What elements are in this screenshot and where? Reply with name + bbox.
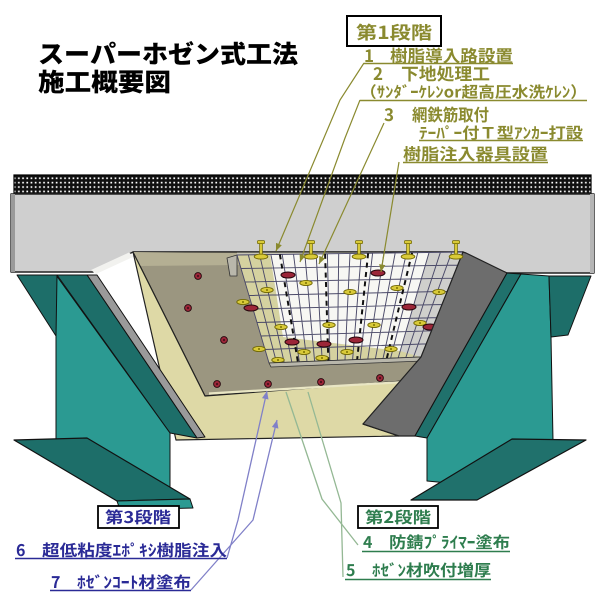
anchor-head-center (438, 291, 440, 293)
injection-port-center (215, 382, 219, 386)
anchor-head-center (303, 351, 305, 353)
anchor-head-center (242, 301, 244, 303)
stage3-item1-label: 超低粘度ｴﾎﾟｷｼ樹脂注入 (42, 542, 227, 558)
stage1-item3-sub: ﾃｰﾊﾟｰ付Ｔ型ｱﾝｶｰ打設 (419, 125, 583, 140)
stage1-item2-sub: （ｻﾝﾀﾞｰｹﾚﾝor超高圧水洗ｹﾚﾝ） (371, 84, 576, 100)
title-line1: スーパーホゼン式工法 (39, 41, 298, 66)
arrowhead (319, 255, 325, 264)
injection-device (401, 303, 417, 311)
anchor-head-center (328, 324, 330, 326)
pit-right-wall (362, 251, 508, 437)
stage1-label-block: 第1段階 1 樹脂導入路設置 2 下地処理工 （ｻﾝﾀﾞｰｹﾚﾝor超高圧水洗ｹ… (346, 15, 587, 164)
stage3-item2-num: 7 (51, 576, 60, 588)
anchor-head-center (280, 326, 282, 328)
stage2-label-block: 第2段階 4 防錆ﾌﾟﾗｲﾏｰ塗布 5 ﾎｾﾞﾝ材吹付増厚 (345, 505, 510, 581)
t-anchors-row (253, 240, 464, 260)
injection-device (284, 338, 300, 346)
t-anchor-cap (404, 240, 412, 244)
anchor-head-center (349, 291, 351, 293)
stage1-item1-label: 樹脂導入路設置 (390, 47, 513, 64)
mesh-panel-edge (226, 254, 238, 277)
slab-right-edge (590, 194, 594, 273)
arrowhead (262, 391, 269, 400)
injection-device (348, 336, 364, 344)
anchor-head-center (277, 359, 279, 361)
mesh-rebar-panel (226, 251, 464, 368)
arrowhead (276, 242, 282, 251)
stage1-item2-label: 下地処理工 (401, 65, 490, 82)
mesh-bg-white (270, 252, 429, 351)
t-anchor-cap (257, 240, 265, 244)
anchor-head-center (396, 287, 398, 289)
stage1-leader-4 (380, 161, 400, 273)
t-anchor-base (351, 253, 367, 260)
stage1-item2-num: 2 (373, 67, 383, 80)
arrowhead (271, 420, 279, 429)
right-girder (410, 272, 592, 501)
right-girder-flange (410, 438, 587, 501)
slab-chamfer-highlight (91, 252, 134, 274)
stage2-item1-num: 4 (363, 536, 372, 548)
left-girder-haunch (16, 274, 58, 337)
injection-port-center (222, 338, 226, 342)
injection-device (316, 340, 332, 348)
diagram-title: スーパーホゼン式工法 施工概要図 (38, 41, 298, 94)
stage2-item1-label: 防錆ﾌﾟﾗｲﾏｰ塗布 (390, 534, 510, 550)
injection-port-center (319, 380, 323, 384)
t-anchor-base (303, 253, 319, 260)
wearing-surface-hatch (13, 174, 592, 195)
stage1-item3-label: 網鉄筋取付 (412, 106, 489, 123)
anchor-head-center (305, 282, 307, 284)
injection-port-center (186, 306, 190, 310)
anchor-head-center (373, 324, 375, 326)
stage3-item1-num: 6 (16, 543, 25, 557)
t-anchor-base (253, 253, 269, 260)
t-anchor-cap (452, 240, 460, 244)
anchor-head-center (346, 351, 348, 353)
pit-back-strip (133, 252, 239, 266)
anchor-head-center (266, 289, 268, 291)
injection-device (243, 304, 259, 312)
stage3-box-label: 第3段階 (105, 509, 171, 525)
title-line2: 施工概要図 (38, 69, 170, 94)
left-girder (13, 274, 206, 511)
anchor-head-center (390, 348, 392, 350)
stage2-leader-5 (307, 391, 344, 578)
stage1-item3-num: 3 (384, 108, 394, 122)
anchor-head-center (258, 348, 260, 350)
bridge-deck (10, 174, 595, 274)
stage1-item1-num: 1 (365, 49, 373, 62)
t-anchor-cap (307, 240, 315, 244)
t-anchor-base (448, 253, 464, 260)
anchor-head-center (419, 322, 421, 324)
stage3-leader-7 (190, 419, 278, 591)
leader-lines (190, 62, 400, 591)
stage3-item2-label: ﾎｾﾞﾝｺｰﾄ材塗布 (77, 574, 191, 590)
stage2-leader-4 (285, 391, 359, 546)
t-anchor-base (400, 253, 416, 260)
stage1-leader-3 (318, 122, 385, 265)
stage3-label-block: 第3段階 6 超低粘度ｴﾎﾟｷｼ樹脂注入 7 ﾎｾﾞﾝｺｰﾄ材塗布 (15, 505, 227, 592)
stage1-box-label: 第1段階 (356, 23, 432, 41)
injection-port-center (266, 382, 270, 386)
stage1-leader-2 (299, 99, 361, 263)
stage2-item2-num: 5 (346, 564, 355, 577)
injection-device (280, 271, 296, 279)
injection-device (370, 269, 386, 277)
stage2-item2-label: ﾎｾﾞﾝ材吹付増厚 (372, 562, 491, 578)
t-anchor-cap (355, 240, 363, 244)
mortar-band-highlight (208, 379, 430, 395)
anchor-head-center (321, 357, 323, 359)
injection-port-center (196, 274, 200, 278)
slab-left-edge (11, 194, 15, 272)
stage2-box-label: 第2段階 (365, 509, 431, 525)
arrowhead (379, 264, 386, 272)
right-girder-haunch (548, 275, 592, 338)
stage1-leader-1 (275, 62, 365, 252)
arrowhead (299, 253, 306, 262)
injection-port-center (378, 376, 382, 380)
stage1-item4-label: 樹脂注入器具設置 (403, 145, 548, 162)
